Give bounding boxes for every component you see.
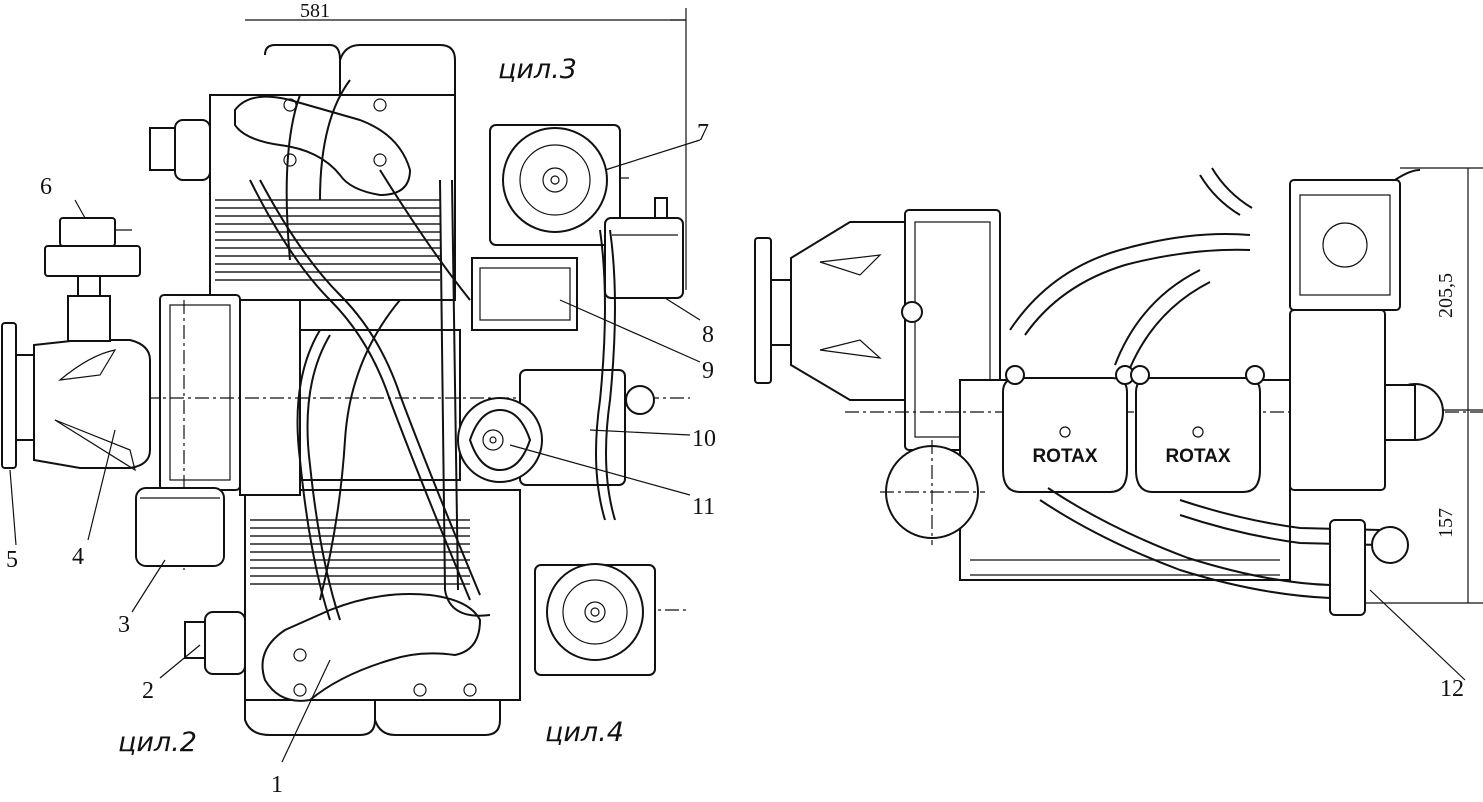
side-oil-filter xyxy=(880,440,985,545)
callout-9: 9 xyxy=(702,358,714,384)
side-propeller-flange xyxy=(754,221,906,401)
cylinder-block-lower xyxy=(184,489,521,736)
side-rear-accessory xyxy=(1289,309,1444,491)
dimension-heights: 205,5 157 xyxy=(1360,167,1483,604)
top-view: 5 8 1 xyxy=(1,0,716,798)
brand-label-left: ROTAX xyxy=(1032,446,1097,467)
callout-2: 2 xyxy=(142,678,154,704)
dimension-height-lower: 157 xyxy=(1435,508,1457,538)
callout-1: 1 xyxy=(271,772,283,797)
callout-5: 5 xyxy=(6,547,18,573)
side-view: 205,5 157 xyxy=(754,167,1483,702)
cylinder-label-2: цил.2 xyxy=(118,727,197,758)
valve-cover-right: ROTAX xyxy=(1135,377,1261,493)
callout-10: 10 xyxy=(692,426,716,452)
brand-label-right: ROTAX xyxy=(1165,446,1230,467)
callout-4: 4 xyxy=(72,544,84,570)
callout-8: 8 xyxy=(702,322,714,348)
side-exhaust xyxy=(1039,487,1409,616)
side-carburettor xyxy=(1289,169,1421,311)
starter-unit xyxy=(604,197,684,299)
cylinder-label-3: цил.3 xyxy=(498,54,577,85)
dimension-width: 581 xyxy=(245,0,687,290)
oil-filter xyxy=(135,487,225,567)
hoses xyxy=(249,79,616,621)
ignition-module xyxy=(471,257,578,331)
callout-leaders-left xyxy=(9,139,701,763)
propeller-flange xyxy=(1,322,151,472)
callout-12: 12 xyxy=(1440,676,1464,702)
carburettor-lower xyxy=(534,563,656,676)
callout-3: 3 xyxy=(118,612,130,638)
carburettor-upper xyxy=(489,124,621,246)
cylinder-label-4: цил.4 xyxy=(545,717,624,748)
dimension-height-upper: 205,5 xyxy=(1435,273,1457,318)
cylinder-block-upper xyxy=(149,44,456,301)
callout-6: 6 xyxy=(40,174,52,200)
dimension-width-label: 581 xyxy=(300,0,330,22)
side-intake xyxy=(1005,167,1265,385)
callout-11: 11 xyxy=(692,494,715,520)
vacuum-pump xyxy=(44,217,141,342)
fuel-pump xyxy=(457,369,655,486)
valve-cover-left: ROTAX xyxy=(1002,377,1128,493)
callout-7: 7 xyxy=(697,120,709,146)
